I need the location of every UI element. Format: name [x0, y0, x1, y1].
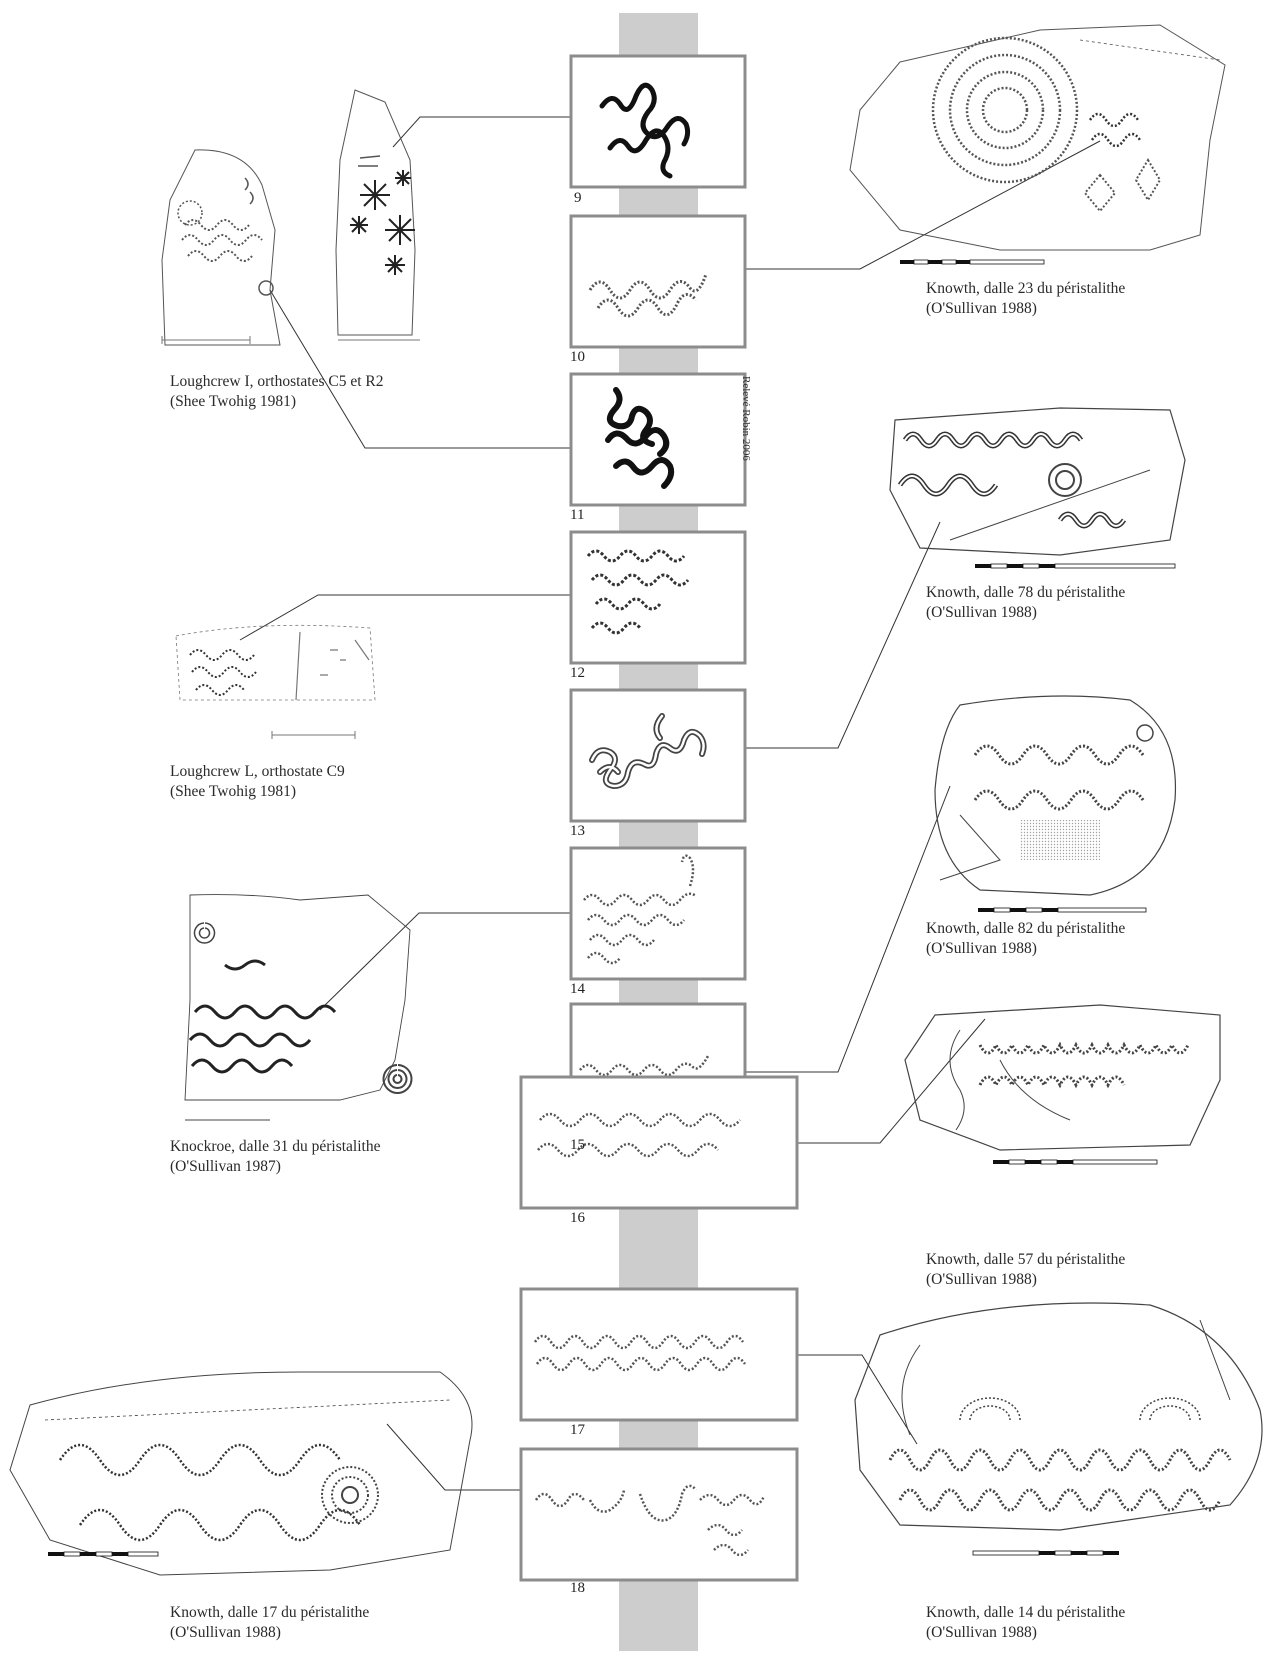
panel-number-9: 9	[574, 190, 582, 207]
panel-number-16: 16	[570, 1210, 585, 1227]
panel-16	[521, 1077, 797, 1208]
panel-number-18: 18	[570, 1580, 585, 1597]
caption-knowth-82: Knowth, dalle 82 du péristalithe (O'Sull…	[926, 919, 1125, 959]
stone-knowth-17	[10, 1372, 472, 1575]
caption-knowth-23: Knowth, dalle 23 du péristalithe (O'Sull…	[926, 279, 1125, 319]
stone-loughcrew-r2	[336, 90, 420, 340]
stone-loughcrew-l	[176, 625, 375, 739]
panel-14	[571, 848, 745, 979]
stone-knowth-57	[905, 1005, 1220, 1164]
panel-10	[571, 216, 745, 347]
stone-knowth-23	[850, 25, 1225, 264]
panel-number-11: 11	[570, 507, 584, 524]
panel-12	[571, 532, 745, 663]
panel-number-13: 13	[570, 823, 585, 840]
panel-number-10: 10	[570, 349, 585, 366]
caption-knowth-17: Knowth, dalle 17 du péristalithe (O'Sull…	[170, 1603, 369, 1643]
panel-11	[571, 374, 745, 505]
caption-loughcrew-l: Loughcrew L, orthostate C9 (Shee Twohig …	[170, 762, 345, 802]
panel-number-12: 12	[570, 665, 585, 682]
panel-13	[571, 690, 745, 821]
caption-knowth-78: Knowth, dalle 78 du péristalithe (O'Sull…	[926, 583, 1125, 623]
caption-knowth-57: Knowth, dalle 57 du péristalithe (O'Sull…	[926, 1250, 1125, 1290]
stone-knowth-78	[890, 408, 1185, 568]
stone-knowth-14	[855, 1303, 1262, 1555]
stone-knowth-82	[935, 696, 1175, 912]
panel-number-15: 15	[570, 1137, 585, 1154]
panel-18	[521, 1449, 797, 1580]
caption-knowth-14: Knowth, dalle 14 du péristalithe (O'Sull…	[926, 1603, 1125, 1643]
caption-loughcrew-i: Loughcrew I, orthostates C5 et R2 (Shee …	[170, 372, 384, 412]
stone-knockroe	[185, 895, 411, 1120]
panel-9	[571, 56, 745, 187]
panel-number-17: 17	[570, 1422, 585, 1439]
panel-17	[521, 1289, 797, 1420]
stone-loughcrew-c5	[162, 150, 280, 345]
caption-knockroe-31: Knockroe, dalle 31 du péristalithe (O'Su…	[170, 1137, 380, 1177]
panel-number-14: 14	[570, 981, 585, 998]
credit-label: Relevé Robin 2006	[740, 376, 752, 461]
